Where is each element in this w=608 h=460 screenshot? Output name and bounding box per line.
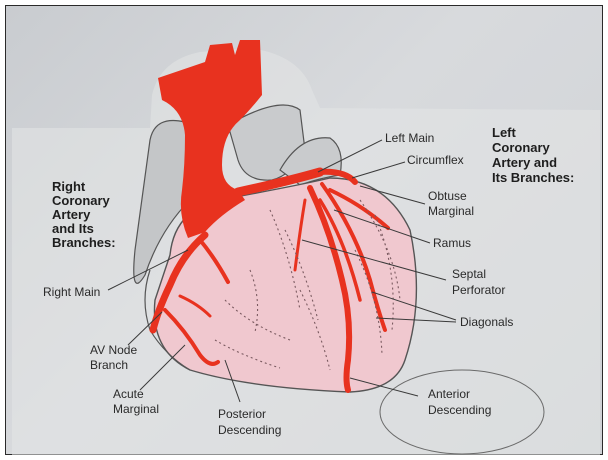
label-circumflex: Circumflex	[407, 153, 464, 167]
label-diagonals: Diagonals	[460, 315, 513, 329]
label-right-main: Right Main	[43, 285, 100, 299]
label-obtuse-marginal: Obtuse Marginal	[428, 189, 474, 218]
label-ramus: Ramus	[433, 236, 471, 250]
label-left-main: Left Main	[385, 131, 434, 145]
